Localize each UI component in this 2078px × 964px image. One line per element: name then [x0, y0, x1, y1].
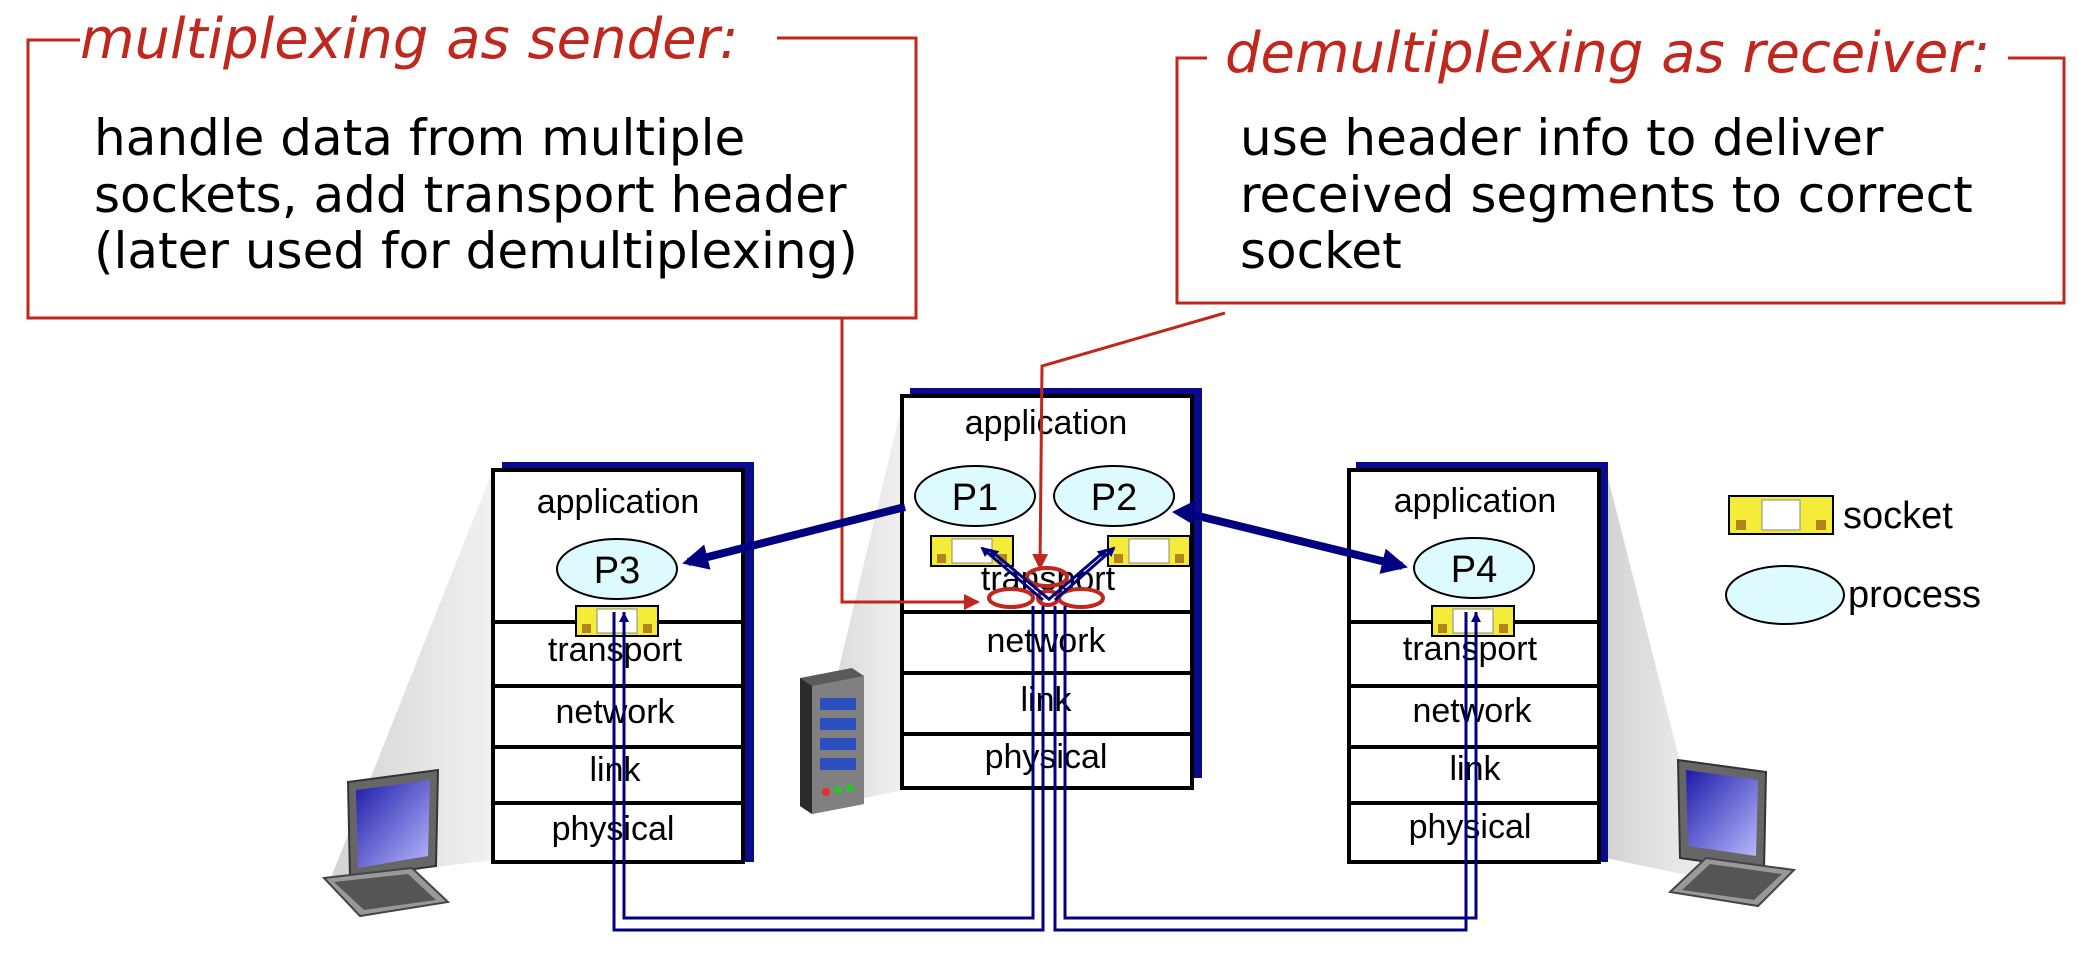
socket-right: [1431, 605, 1515, 637]
right-host-stack: application transport network link physi…: [1347, 462, 1608, 864]
sender-callout-line-3: (later used for demultiplexing): [94, 222, 858, 280]
socket-p2: [1107, 535, 1191, 567]
process-p3-label: P3: [594, 550, 640, 592]
process-p3: P3: [556, 538, 678, 600]
sender-callout: multiplexing as sender: handle data from…: [26, 7, 918, 320]
legend: socket process: [1725, 495, 1981, 625]
center-host-stack: application transport network link physi…: [900, 388, 1202, 790]
legend-socket-swatch: [1728, 495, 1834, 535]
receiver-callout-title: demultiplexing as receiver:: [1225, 21, 1990, 86]
sender-callout-title: multiplexing as sender:: [80, 7, 739, 72]
data-flow-lines: [612, 546, 1481, 932]
process-p4: P4: [1413, 537, 1535, 599]
center-layer-application: application: [965, 404, 1128, 442]
receiver-callout-line-3: socket: [1240, 222, 1402, 280]
desktop-computer-icon: [321, 768, 451, 918]
legend-socket-label: socket: [1843, 495, 1953, 537]
server-tower-icon: [800, 668, 864, 814]
process-arrow-tails: [1172, 500, 1196, 524]
process-p1: P1: [914, 465, 1036, 527]
left-layer-application: application: [537, 483, 700, 521]
center-layer-network: network: [986, 622, 1106, 660]
socket-p1: [930, 535, 1014, 567]
legend-process-swatch: [1725, 565, 1845, 625]
process-p4-label: P4: [1451, 549, 1497, 591]
process-p1-label: P1: [952, 477, 998, 519]
receiver-callout-line-2: received segments to correct: [1240, 166, 1973, 224]
right-layer-physical: physical: [1409, 808, 1532, 846]
right-layer-network: network: [1412, 692, 1532, 730]
sender-callout-line-2: sockets, add transport header: [94, 166, 847, 224]
desktop-computer-icon: [1667, 758, 1797, 908]
process-p2-label: P2: [1091, 477, 1137, 519]
process-arrows: [682, 503, 1408, 574]
receiver-callout-line-1: use header info to deliver: [1240, 109, 1884, 167]
receiver-callout: demultiplexing as receiver: use header i…: [1175, 21, 2066, 305]
legend-process-label: process: [1848, 574, 1981, 616]
center-layer-physical: physical: [985, 738, 1108, 776]
socket-left: [575, 605, 659, 637]
process-p2: P2: [1053, 465, 1175, 527]
right-layer-application: application: [1394, 482, 1557, 520]
callout-pointers: [840, 311, 1226, 610]
sender-callout-line-1: handle data from multiple: [94, 109, 745, 167]
